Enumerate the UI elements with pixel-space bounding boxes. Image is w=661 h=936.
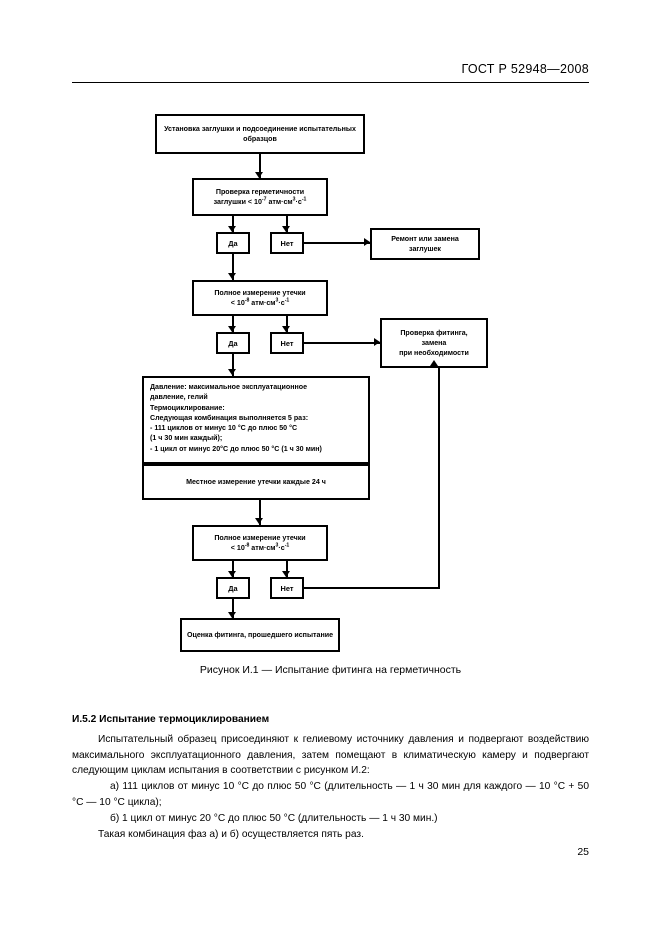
- arrowhead-down: [255, 518, 263, 524]
- arrowhead-down: [228, 612, 236, 618]
- connector-yes2-to-conditions: [232, 354, 234, 376]
- flow-node-check-fitting: Проверка фитинга, замена при необходимос…: [380, 318, 488, 368]
- connector-leak2-to-no3: [286, 561, 288, 577]
- connector-yes3-to-final: [232, 599, 234, 619]
- connector-leak1-to-yes2: [232, 316, 234, 332]
- flow-node-test-conditions: Давление: максимальное эксплуатационное …: [142, 376, 370, 464]
- arrowhead-right: [364, 238, 370, 246]
- arrowhead-down: [282, 226, 290, 232]
- arrowhead-down: [228, 571, 236, 577]
- section-text: И.5.2 Испытание термоциклированием Испыт…: [72, 712, 589, 843]
- connector-leak2-to-yes3: [232, 561, 234, 577]
- flowchart-figure: Установка заглушки и подсоединение испыт…: [142, 114, 488, 652]
- arrowhead-down: [228, 273, 236, 279]
- connector-no3-up: [438, 368, 440, 589]
- connector-no3-right: [304, 587, 440, 589]
- section-list-item-b: б) 1 цикл от минус 20 °C до плюс 50 °C (…: [110, 812, 438, 824]
- arrowhead-down: [282, 326, 290, 332]
- section-heading: И.5.2 Испытание термоциклированием: [72, 714, 270, 725]
- flow-decision-no-3: Нет: [270, 577, 304, 599]
- flow-decision-yes-2: Да: [216, 332, 250, 354]
- flow-node-local-leak: Местное измерение утечки каждые 24 ч: [142, 464, 370, 500]
- connector-no1-to-repair: [304, 242, 370, 244]
- page-header-standard: ГОСТ Р 52948—2008: [461, 62, 589, 76]
- arrowhead-down: [228, 226, 236, 232]
- flow-decision-no-1: Нет: [270, 232, 304, 254]
- section-paragraph-2: Такая комбинация фаз а) и б) осуществляе…: [98, 828, 364, 840]
- figure-caption: Рисунок И.1 — Испытание фитинга на герме…: [199, 664, 462, 676]
- page-number: 25: [577, 846, 589, 858]
- connector-start-to-check: [259, 154, 261, 178]
- flow-decision-no-2: Нет: [270, 332, 304, 354]
- flow-decision-yes-1: Да: [216, 232, 250, 254]
- flow-node-start: Установка заглушки и подсоединение испыт…: [155, 114, 365, 154]
- arrowhead-up: [430, 360, 438, 366]
- arrowhead-down: [255, 172, 263, 178]
- header-divider: [72, 82, 589, 83]
- arrowhead-down: [228, 369, 236, 375]
- arrowhead-down: [228, 326, 236, 332]
- flow-node-repair-plug: Ремонт или замена заглушек: [370, 228, 480, 260]
- section-paragraph-1: Испытательный образец присоединяют к гел…: [72, 733, 589, 777]
- flow-node-final-assessment: Оценка фитинга, прошедшего испытание: [180, 618, 340, 652]
- connector-yes1-to-leak1: [232, 254, 234, 280]
- arrowhead-right: [374, 338, 380, 346]
- flow-node-full-leak-2: Полное измерение утечки < 10-8 атм·см3·с…: [192, 525, 328, 561]
- connector-no2-to-fitting: [304, 342, 380, 344]
- arrowhead-down: [282, 571, 290, 577]
- connector-check-to-yes1: [232, 216, 234, 232]
- flow-node-check-tightness: Проверка герметичности заглушки < 10-7 а…: [192, 178, 328, 216]
- flow-decision-yes-3: Да: [216, 577, 250, 599]
- connector-leak1-to-no2: [286, 316, 288, 332]
- connector-check-to-no1: [286, 216, 288, 232]
- section-list-item-a: а) 111 циклов от минус 10 °C до плюс 50 …: [72, 781, 589, 809]
- connector-local-to-leak2: [259, 500, 261, 525]
- flow-node-full-leak-1: Полное измерение утечки < 10-8 атм·см3·с…: [192, 280, 328, 316]
